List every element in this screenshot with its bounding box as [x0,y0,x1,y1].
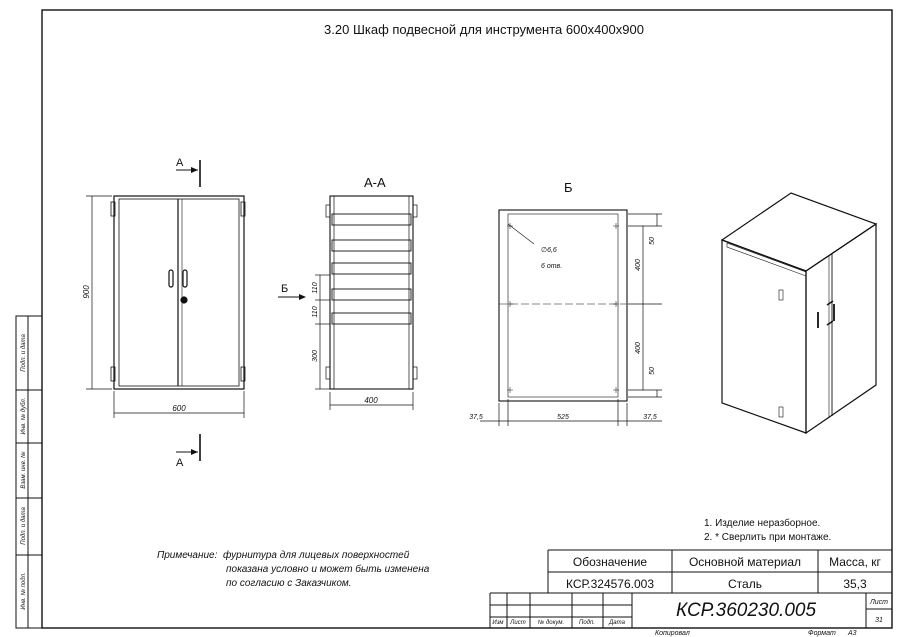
remark-label: Примечание: [157,550,218,561]
remark-line-3: по согласию с Заказчиком. [226,578,352,589]
hole-diameter: ∅6,6 [541,247,557,254]
remark-line-1: фурнитура для лицевых поверхностей [223,549,410,561]
dim-section-depth: 400 [364,396,378,405]
dim-back-50a: 50 [649,237,656,245]
tb-header-designation: Обозначение [573,555,648,569]
stamp-inv-podl: Инв. № подл. [20,572,27,609]
remark-line-2: показана условно и может быть изменена [226,563,430,575]
side-stamp [15,315,43,629]
arrow-a-top-label: А [176,157,184,169]
dim-back-50b: 50 [649,367,656,375]
tb-col-list: Лист [509,620,525,626]
copied-label: Копировал [655,630,690,637]
right-door-handle [182,269,188,288]
note-2: 2. * Сверлить при монтаже. [704,532,831,543]
format-value: А3 [847,630,857,637]
arrow-a-bottom-label: А [176,457,184,469]
isometric-view [720,192,878,435]
format-label: Формат [808,630,836,637]
front-view [110,195,246,390]
hole-count: 6 отв. [541,263,562,270]
tb-header-mass: Масса, кг [829,555,881,569]
stamp-vzam-inv: Взам. инв. № [20,451,27,489]
tb-col-izm: Изм [492,620,503,626]
dim-front-height: 900 [82,285,91,299]
dim-section-110b: 110 [312,282,319,293]
section-title: А-А [364,175,386,190]
dim-back-400a: 400 [635,259,642,271]
dim-section-110a: 110 [312,306,319,317]
stamp-sign-date-2: Подп. и дата [21,507,27,545]
dim-back-37-5-left: 37,5 [469,414,483,421]
tb-header-material: Основной материал [689,555,801,569]
tb-doc-number: КСР.360230.005 [676,600,817,621]
stamp-inv-dubl: Инв. № дубл. [20,398,27,435]
view-b-title: Б [564,180,573,195]
arrow-b-label: Б [281,283,288,295]
drawing-title: 3.20 Шкаф подвесной для инструмента 600x… [324,22,644,37]
back-dimensions [480,213,662,426]
tb-col-sign: Подп. [579,620,595,626]
dim-back-525: 525 [557,414,569,421]
tb-col-doc: № докум. [538,619,564,626]
left-door-handle [168,269,174,288]
dim-back-400b: 400 [635,342,642,354]
tb-col-date: Дата [608,620,625,626]
section-dimensions [315,274,414,410]
tb-designation: КСР.324576.003 [566,577,654,591]
title-block [489,549,892,628]
tb-sheet-number: 31 [875,617,883,624]
tb-material: Сталь [728,577,762,591]
dim-back-37-5-right: 37,5 [643,414,657,421]
section-view [325,195,418,390]
dim-front-width: 600 [172,404,186,413]
front-dimensions [86,195,245,418]
section-a-marks [176,160,201,461]
dim-section-300: 300 [312,350,319,362]
back-view [498,209,628,402]
door-lock [180,296,188,304]
tb-mass: 35,3 [843,577,867,591]
note-1: 1. Изделие неразборное. [704,517,820,529]
stamp-sign-date-1: Подп. и дата [21,334,27,372]
tb-sheet-label: Лист [869,599,888,606]
